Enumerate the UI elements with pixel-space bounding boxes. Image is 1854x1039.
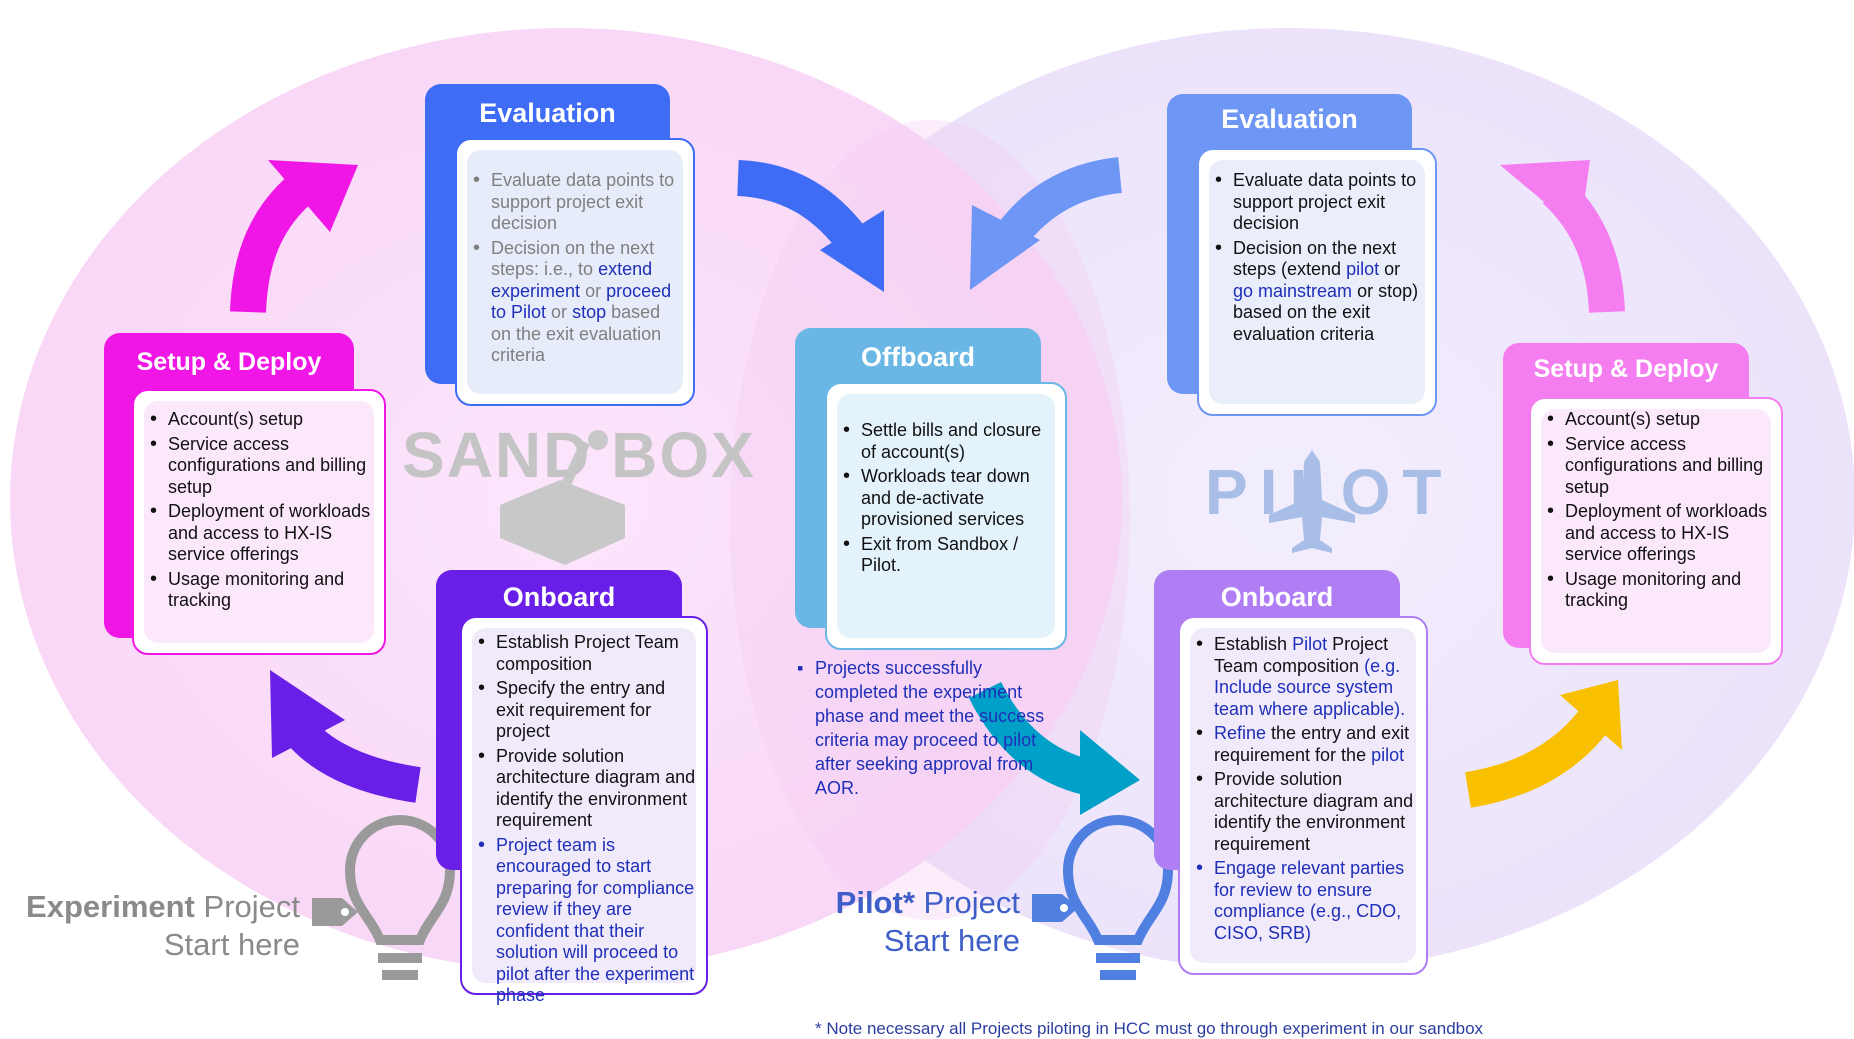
sandbox-label: SAND BOX — [402, 419, 756, 491]
right-evaluation-item: Evaluate data points to support project … — [1215, 170, 1425, 235]
experiment-start-label: Experiment Project Start here — [26, 889, 300, 962]
arrow-setup-to-evaluation-right — [1500, 160, 1625, 313]
offboard-body: Settle bills and closure of account(s) W… — [825, 382, 1067, 650]
offboard-item: Workloads tear down and de-activate prov… — [843, 466, 1055, 531]
lightbulb-icon-left — [344, 815, 456, 980]
sandbox-icon — [500, 430, 625, 565]
left-onboard-title: Onboard — [502, 582, 616, 612]
right-setup-item: Service access configurations and billin… — [1547, 434, 1771, 499]
left-evaluation-item: Evaluate data points to support project … — [473, 170, 683, 235]
right-evaluation-item: Decision on the next steps (extend pilot… — [1215, 238, 1425, 346]
right-onboard-item: Refine the entry and exit requirement fo… — [1196, 723, 1416, 766]
right-evaluation-card: Evaluation Evaluate data points to suppo… — [1167, 94, 1437, 416]
left-setup-card: Setup & Deploy Account(s) setup Service … — [104, 333, 386, 655]
offboard-title: Offboard — [861, 342, 975, 372]
left-setup-item: Usage monitoring and tracking — [150, 569, 374, 612]
offboard-card: Offboard Settle bills and closure of acc… — [795, 328, 1067, 650]
arrow-sandbox-to-pilot — [968, 681, 1140, 815]
left-evaluation-card: Evaluation Evaluate data points to suppo… — [425, 84, 695, 406]
arrow-onboard-to-setup-right — [1464, 680, 1622, 808]
left-setup-item: Deployment of workloads and access to HX… — [150, 501, 374, 566]
left-onboard-item: Specify the entry and exit requirement f… — [478, 678, 696, 743]
right-setup-item: Usage monitoring and tracking — [1547, 569, 1771, 612]
right-evaluation-title: Evaluation — [1221, 104, 1358, 134]
right-setup-body: Account(s) setup Service access configur… — [1529, 397, 1783, 665]
left-onboard-item: Provide solution architecture diagram an… — [478, 746, 696, 832]
transition-note: ▪ Projects successfully completed the ex… — [797, 658, 1045, 798]
offboard-item: Settle bills and closure of account(s) — [843, 420, 1055, 463]
pilot-start-label: Pilot* Project Start here — [835, 885, 1020, 958]
left-setup-title: Setup & Deploy — [136, 348, 322, 376]
left-setup-item: Account(s) setup — [150, 409, 374, 431]
right-setup-item: Deployment of workloads and access to HX… — [1547, 501, 1771, 566]
left-onboard-item: Establish Project Team composition — [478, 632, 696, 675]
right-onboard-item: Engage relevant parties for review to en… — [1196, 858, 1416, 944]
pilot-label: PILOT — [1205, 456, 1454, 528]
arrow-evaluation-to-offboard-right — [970, 157, 1123, 290]
right-onboard-card: Onboard Establish Pilot Project Team com… — [1154, 570, 1428, 975]
left-evaluation-item: Decision on the next steps: i.e., to ext… — [473, 238, 683, 367]
left-onboard-body: Establish Project Team composition Speci… — [460, 616, 708, 1005]
left-onboard-item: Project team is encouraged to start prep… — [478, 835, 696, 1007]
arrow-onboard-to-setup-left — [270, 670, 421, 803]
left-evaluation-body: Evaluate data points to support project … — [455, 138, 695, 406]
tag-icon-right — [1032, 894, 1078, 922]
arrow-evaluation-to-offboard-left — [736, 160, 884, 292]
offboard-item: Exit from Sandbox / Pilot. — [843, 534, 1055, 577]
footnote: * Note necessary all Projects piloting i… — [815, 1019, 1484, 1038]
tag-icon-left — [312, 898, 358, 926]
right-onboard-body: Establish Pilot Project Team composition… — [1178, 616, 1428, 975]
right-onboard-title: Onboard — [1220, 582, 1334, 612]
left-evaluation-title: Evaluation — [479, 98, 616, 128]
right-evaluation-body: Evaluate data points to support project … — [1197, 148, 1437, 416]
arrow-setup-to-evaluation-left — [230, 160, 358, 313]
right-setup-card: Setup & Deploy Account(s) setup Service … — [1503, 343, 1783, 665]
right-onboard-item: Establish Pilot Project Team composition… — [1196, 634, 1416, 720]
airplane-icon — [1269, 450, 1355, 553]
right-onboard-item: Provide solution architecture diagram an… — [1196, 769, 1416, 855]
lightbulb-icon-right — [1062, 815, 1174, 980]
right-setup-item: Account(s) setup — [1547, 409, 1771, 431]
right-setup-title: Setup & Deploy — [1533, 355, 1719, 383]
left-setup-item: Service access configurations and billin… — [150, 434, 374, 499]
left-setup-body: Account(s) setup Service access configur… — [132, 389, 386, 655]
left-onboard-card: Onboard Establish Project Team compositi… — [436, 570, 708, 1005]
